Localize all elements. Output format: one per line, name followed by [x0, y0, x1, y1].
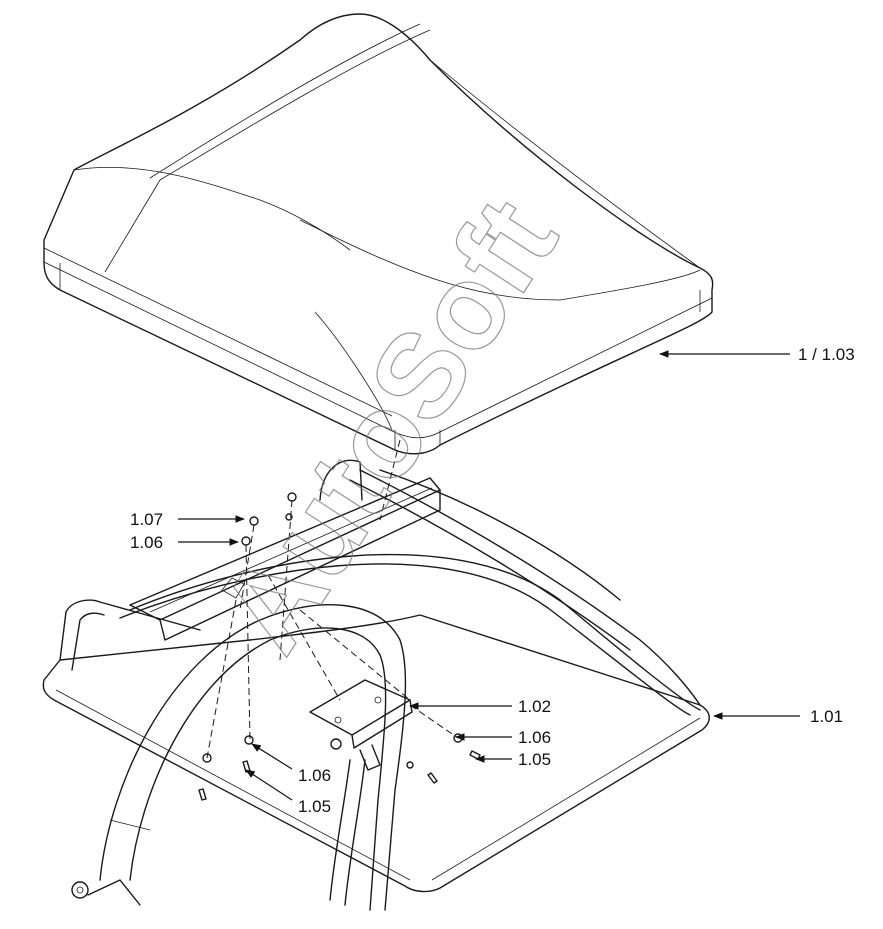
assembly-lines [206, 439, 459, 759]
callout-screw-upper-left: 1.07 [130, 510, 163, 529]
callout-bolt-lower: 1.05 [298, 797, 331, 816]
callout-leaders [178, 350, 800, 801]
callout-canopy: 1 / 1.03 [798, 345, 855, 364]
callout-washer-upper-left: 1.06 [130, 533, 163, 552]
callout-washer-right: 1.06 [518, 728, 551, 747]
support-arch [71, 604, 407, 911]
callout-washer-lower: 1.06 [298, 766, 331, 785]
bracket-plate [309, 679, 413, 771]
canopy-cover [43, 13, 714, 455]
callout-labels: 1 / 1.03 1.07 1.06 1.02 1.01 1.06 1.05 1… [130, 345, 855, 816]
callout-frame: 1.01 [810, 707, 843, 726]
watermark-text: AutoSoft [194, 176, 582, 674]
callout-bolt-right: 1.05 [518, 750, 551, 769]
callout-bracket: 1.02 [518, 697, 551, 716]
frame-tube [42, 459, 710, 893]
